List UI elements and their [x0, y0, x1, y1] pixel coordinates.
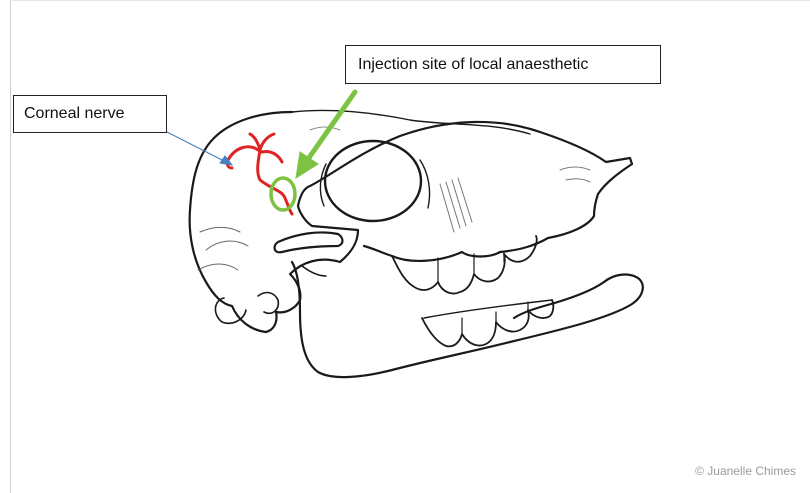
nasal-texture — [560, 167, 590, 182]
nerve-path — [227, 134, 292, 214]
mandible-inner — [302, 266, 326, 276]
lower-teeth — [422, 300, 553, 346]
ear-region — [258, 293, 278, 314]
injection-site-label: Injection site of local anaesthetic — [345, 45, 661, 84]
forehead-texture — [310, 127, 340, 130]
orbit — [325, 141, 421, 221]
nerve-branch-right — [262, 151, 282, 162]
muzzle-texture — [440, 178, 472, 232]
zygomatic-arch — [275, 232, 343, 252]
upper-teeth — [392, 236, 537, 294]
copyright-credit: © Juanelle Chimes — [695, 464, 796, 478]
corneal-nerve-label: Corneal nerve — [13, 95, 167, 133]
cranial-texture — [198, 228, 248, 271]
mandible — [292, 262, 643, 377]
